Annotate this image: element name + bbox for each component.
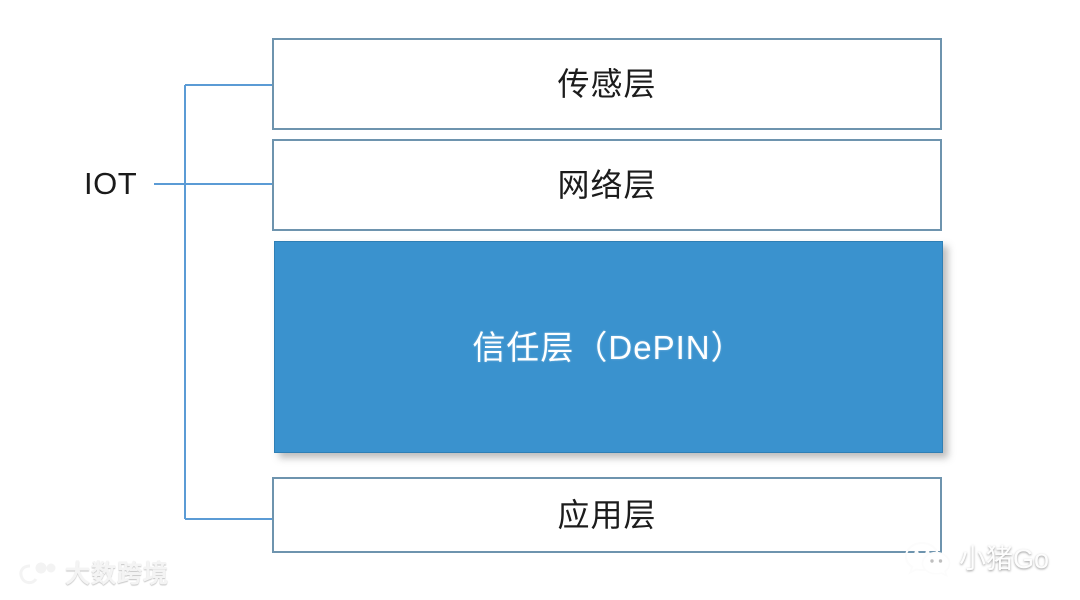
watermark-bottom-right: 小猪Go: [905, 540, 1049, 578]
layer-label-sensing: 传感层: [557, 66, 657, 102]
layer-box-sensing[interactable]: 传感层: [272, 38, 942, 130]
layer-box-trust[interactable]: 信任层（DePIN）: [274, 241, 943, 453]
layer-box-application[interactable]: 应用层: [272, 477, 942, 553]
iot-root-label: IOT: [84, 166, 138, 201]
dashu-logo-icon: [19, 562, 56, 585]
wechat-icon: [905, 541, 951, 578]
layer-label-network: 网络层: [557, 167, 657, 203]
watermark-right-text: 小猪Go: [959, 543, 1050, 574]
layer-label-trust: 信任层（DePIN）: [472, 328, 745, 366]
layer-label-application: 应用层: [557, 497, 657, 533]
watermark-bottom-left: 大数跨境: [16, 560, 169, 588]
layer-box-network[interactable]: 网络层: [272, 139, 942, 231]
watermark-left-text: 大数跨境: [65, 559, 170, 588]
